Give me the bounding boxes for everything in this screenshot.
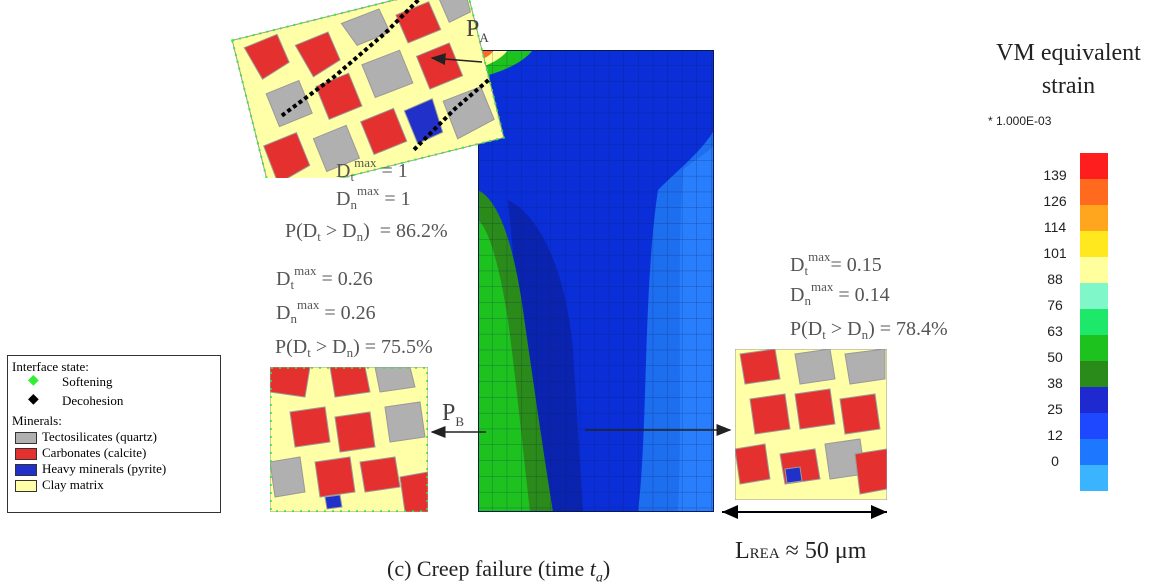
stats-b-dt: Dtmax = 0.26 bbox=[276, 263, 373, 292]
colorbar-title: VM equivalent strain bbox=[996, 40, 1141, 99]
mineral-label: Carbonates (calcite) bbox=[42, 445, 147, 460]
colorbar-tick-label: 12 bbox=[1047, 427, 1063, 443]
colorbar-cell bbox=[1080, 205, 1108, 231]
colorbar-cell bbox=[1080, 335, 1108, 361]
colorbar-tick-label: 63 bbox=[1047, 323, 1063, 339]
stats-a-dn: Dnmax = 1 bbox=[336, 183, 411, 212]
colorbar-cell bbox=[1080, 387, 1108, 413]
mineral-label: Heavy minerals (pyrite) bbox=[42, 461, 167, 476]
stats-a-probability: P(Dt > Dn) = 86.2% bbox=[285, 220, 448, 244]
colorbar-cell bbox=[1080, 153, 1108, 179]
colorbar-tick-label: 25 bbox=[1047, 401, 1063, 417]
colorbar-tick-label: 88 bbox=[1047, 271, 1063, 287]
stats-b-probability: P(Dt > Dn) = 75.5% bbox=[275, 336, 433, 360]
colorbar-cell bbox=[1080, 179, 1108, 205]
colorbar-tick-label: 101 bbox=[1043, 245, 1067, 261]
colorbar-tick-label: 76 bbox=[1047, 297, 1063, 313]
microstructure-inset-a bbox=[230, 0, 506, 178]
point-a-label: PA bbox=[466, 16, 489, 45]
mineral-swatch bbox=[15, 448, 37, 460]
stats-c-dn: Dnmax = 0.14 bbox=[790, 279, 890, 308]
colorbar-tick-label: 38 bbox=[1047, 375, 1063, 391]
stats-c-probability: P(Dt > Dn) = 78.4% bbox=[790, 318, 948, 342]
figure-caption: (c) Creep failure (time ta) bbox=[387, 556, 611, 586]
legend-box: Interface state: ◆ Softening ◆ Decohesio… bbox=[7, 355, 221, 513]
microstructure-inset-c bbox=[735, 349, 887, 500]
colorbar-cell bbox=[1080, 439, 1108, 465]
colorbar-tick-label: 114 bbox=[1043, 219, 1067, 235]
point-b-label: PB bbox=[442, 400, 465, 429]
microstructure-inset-b bbox=[270, 367, 428, 512]
colorbar-scale: * 1.000E-03 bbox=[988, 114, 1052, 128]
legend-interface-heading: Interface state: bbox=[12, 359, 89, 374]
colorbar-cell bbox=[1080, 361, 1108, 387]
colorbar-cell bbox=[1080, 309, 1108, 335]
colorbar-tick-label: 0 bbox=[1051, 453, 1059, 469]
colorbar-tick-label: 139 bbox=[1043, 167, 1067, 183]
mineral-swatch bbox=[15, 480, 37, 492]
softening-diamond-icon: ◆ bbox=[28, 373, 39, 388]
stats-c-dt: Dtmax= 0.15 bbox=[790, 249, 882, 278]
colorbar-cell bbox=[1080, 413, 1108, 439]
colorbar-cell bbox=[1080, 231, 1108, 257]
mineral-label: Tectosilicates (quartz) bbox=[42, 429, 157, 444]
colorbar-cell bbox=[1080, 257, 1108, 283]
colorbar-cell bbox=[1080, 465, 1108, 491]
stats-a-dt: Dtmax = 1 bbox=[336, 155, 408, 184]
mineral-label: Clay matrix bbox=[42, 477, 104, 492]
scale-bar-label: LREA ≈ 50 μm bbox=[735, 538, 867, 564]
mineral-swatch bbox=[15, 432, 37, 444]
mineral-swatch bbox=[15, 464, 37, 476]
colorbar-tick-label: 50 bbox=[1047, 349, 1063, 365]
colorbar-tick-label: 126 bbox=[1043, 193, 1067, 209]
strain-field-plot bbox=[478, 50, 714, 512]
colorbar-cell bbox=[1080, 283, 1108, 309]
legend-minerals-heading: Minerals: bbox=[12, 413, 62, 428]
finite-element-mesh bbox=[478, 50, 714, 512]
stats-b-dn: Dnmax = 0.26 bbox=[276, 297, 376, 326]
decohesion-diamond-icon: ◆ bbox=[28, 392, 39, 407]
